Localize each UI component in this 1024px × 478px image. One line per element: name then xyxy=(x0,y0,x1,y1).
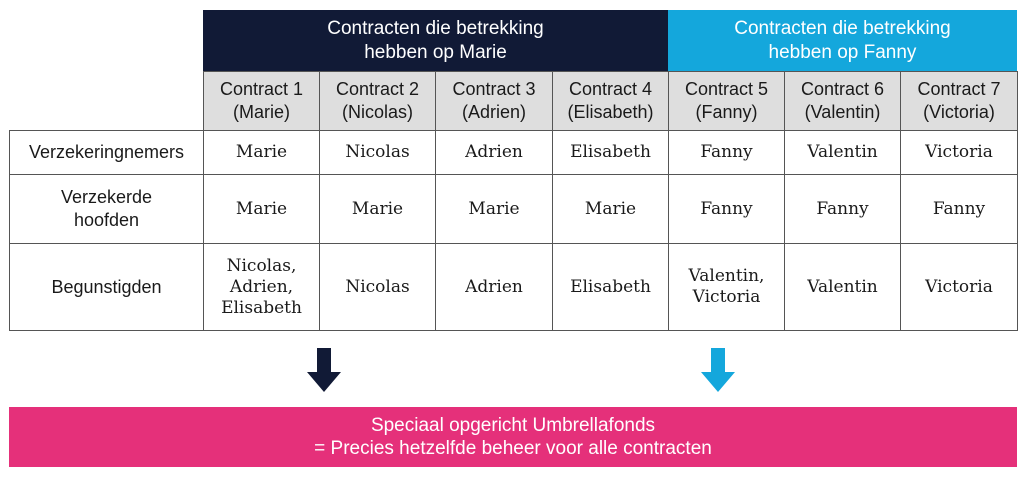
table-cell: Adrien xyxy=(435,130,553,175)
table-cell: Fanny xyxy=(668,130,785,175)
row-label-verzekeringnemers: Verzekeringnemers xyxy=(9,130,204,175)
column-header-contract-1: Contract 1 (Marie) xyxy=(203,71,320,131)
table-cell: Marie xyxy=(435,174,553,244)
table-cell: Nicolas, Adrien, Elisabeth xyxy=(203,243,320,331)
arrow-down-icon xyxy=(307,348,341,392)
table-cell: Valentin xyxy=(784,243,901,331)
table-cell: Fanny xyxy=(900,174,1018,244)
table-cell: Nicolas xyxy=(319,243,436,331)
table-cell: Marie xyxy=(203,174,320,244)
column-header-contract-3: Contract 3 (Adrien) xyxy=(435,71,553,131)
arrow-down-icon xyxy=(701,348,735,392)
table-cell: Marie xyxy=(552,174,669,244)
column-header-contract-7: Contract 7 (Victoria) xyxy=(900,71,1018,131)
table-cell: Victoria xyxy=(900,130,1018,175)
table-cell: Marie xyxy=(319,174,436,244)
table-row: Begunstigden Nicolas, Adrien, Elisabeth … xyxy=(9,243,1018,331)
banner-title: Speciaal opgericht Umbrellafonds xyxy=(370,415,656,436)
table-cell: Victoria xyxy=(900,243,1018,331)
banner-subtitle: = Precies hetzelfde beheer voor alle con… xyxy=(314,438,712,459)
table-cell: Elisabeth xyxy=(552,243,669,331)
table-cell: Adrien xyxy=(435,243,553,331)
table-cell: Elisabeth xyxy=(552,130,669,175)
table-corner xyxy=(10,72,204,131)
table-row: Verzekerde hoofden Marie Marie Marie Mar… xyxy=(9,174,1018,244)
column-header-contract-5: Contract 5 (Fanny) xyxy=(668,71,785,131)
table-row: Verzekeringnemers Marie Nicolas Adrien E… xyxy=(9,130,1018,175)
row-label-verzekerde-hoofden: Verzekerde hoofden xyxy=(9,174,204,244)
umbrella-fund-banner: Speciaal opgericht Umbrellafonds = Preci… xyxy=(9,407,1017,467)
row-label-begunstigden: Begunstigden xyxy=(9,243,204,331)
table-cell: Valentin xyxy=(784,130,901,175)
table-cell: Marie xyxy=(203,130,320,175)
group-header-marie: Contracten die betrekking hebben op Mari… xyxy=(203,10,668,71)
table-cell: Fanny xyxy=(784,174,901,244)
contracts-table: Contract 1 (Marie) Contract 2 (Nicolas) … xyxy=(9,71,1018,331)
column-header-contract-4: Contract 4 (Elisabeth) xyxy=(552,71,669,131)
table-cell: Nicolas xyxy=(319,130,436,175)
table-cell: Valentin, Victoria xyxy=(668,243,785,331)
column-header-contract-6: Contract 6 (Valentin) xyxy=(784,71,901,131)
group-header-fanny: Contracten die betrekking hebben op Fann… xyxy=(668,10,1017,71)
column-header-contract-2: Contract 2 (Nicolas) xyxy=(319,71,436,131)
table-cell: Fanny xyxy=(668,174,785,244)
